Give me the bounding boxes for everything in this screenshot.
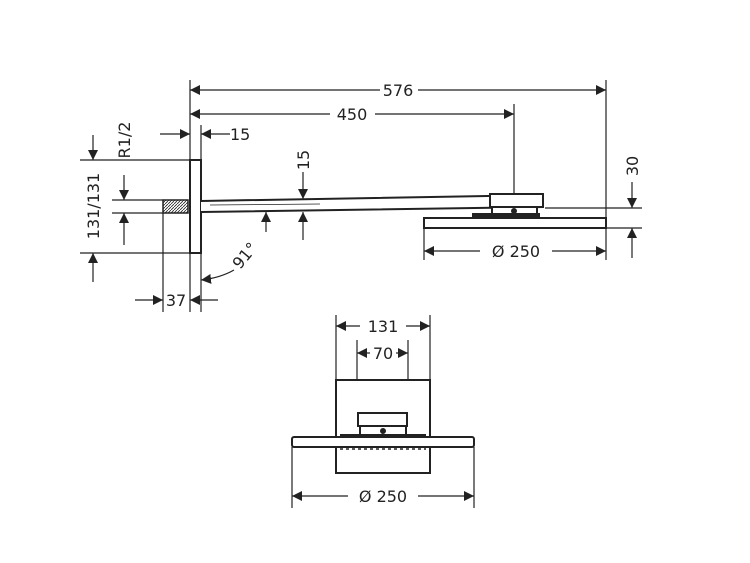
dim-576: 576 [383,81,414,100]
thread [162,199,189,214]
front-view: 131 70 Ø 250 [291,315,475,508]
dim-head-diameter-front: Ø 250 [359,487,407,506]
wall-plate [189,159,202,254]
dim-thread: R1/2 [115,122,134,159]
shower-head-front [291,436,475,448]
dim-arm-height: 15 [294,150,313,170]
dim-plate-thickness: 15 [230,125,250,144]
dim-thread-length: 37 [166,291,186,310]
dim-mount-width: 70 [373,344,393,363]
dim-plate-size: 131/131 [84,173,103,239]
side-view: 576 450 15 15 131/131 R1/2 91° 37 30 [80,80,642,312]
shower-head-side [423,217,607,229]
dim-plate-width: 131 [368,317,399,336]
dim-head-offset: 30 [623,156,642,176]
dim-angle: 91° [229,239,262,273]
dim-450: 450 [337,105,368,124]
dim-head-diameter-side: Ø 250 [492,242,540,261]
